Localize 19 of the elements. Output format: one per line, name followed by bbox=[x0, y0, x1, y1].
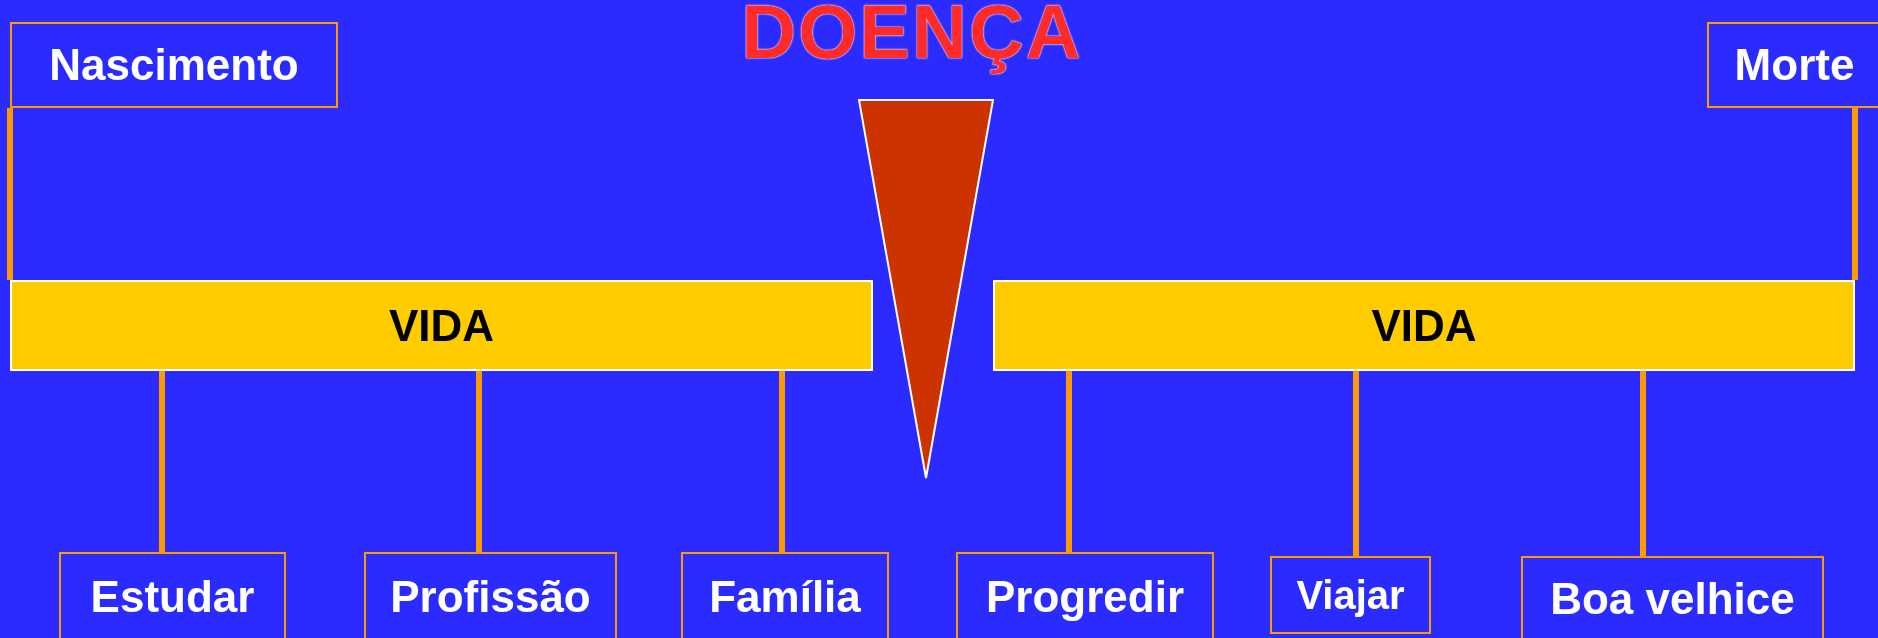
connector-line bbox=[476, 371, 482, 552]
stage-box: Nascimento bbox=[10, 22, 338, 108]
connector-line bbox=[779, 371, 785, 552]
life-bar: VIDA bbox=[993, 280, 1855, 371]
connector-line bbox=[7, 108, 13, 280]
stage-box: Progredir bbox=[956, 552, 1214, 638]
connector-line bbox=[1353, 371, 1359, 556]
stage-box: Viajar bbox=[1270, 556, 1431, 634]
connector-line bbox=[1852, 108, 1858, 280]
warning-triangle bbox=[858, 99, 994, 479]
stage-box: Morte bbox=[1707, 22, 1878, 108]
life-bar: VIDA bbox=[10, 280, 873, 371]
connector-line bbox=[1640, 371, 1646, 556]
connector-line bbox=[1066, 371, 1072, 552]
stage-box: Estudar bbox=[59, 552, 286, 638]
stage-box: Profissão bbox=[364, 552, 617, 638]
stage-box: Boa velhice bbox=[1521, 556, 1824, 638]
stage-box: Família bbox=[681, 552, 889, 638]
connector-line bbox=[159, 371, 165, 552]
